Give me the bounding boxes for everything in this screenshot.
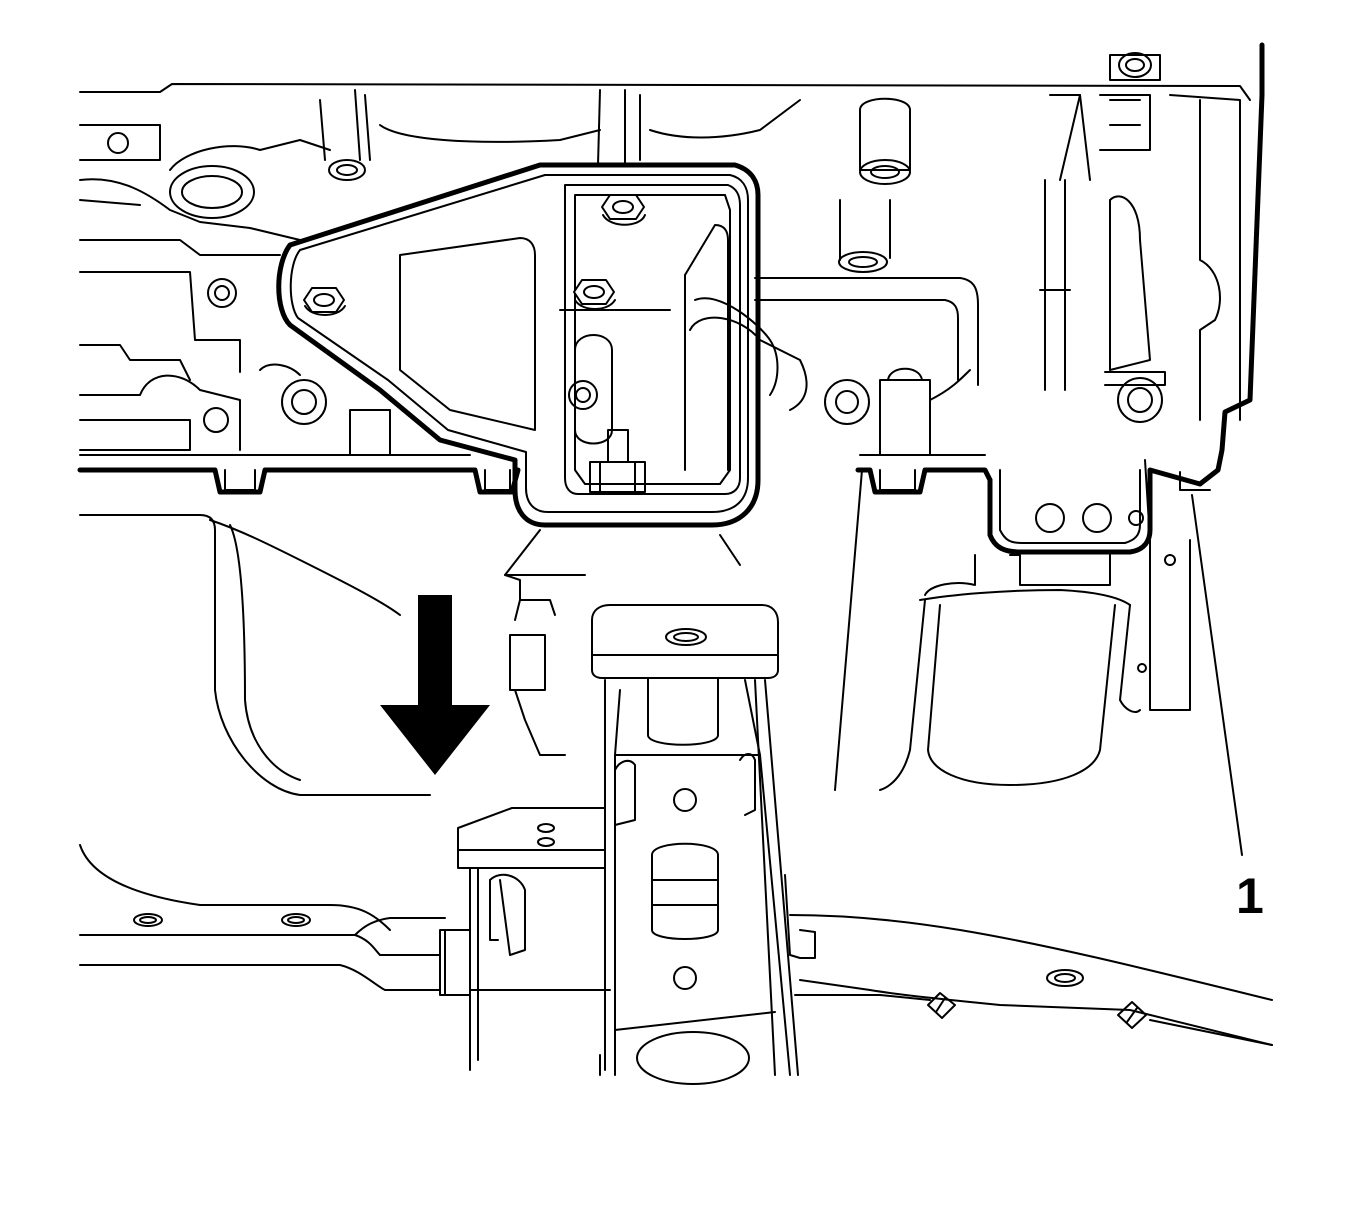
engine-block [77, 42, 1265, 555]
lower-mount-housing [504, 459, 1191, 791]
mount-bolt-left [303, 287, 346, 316]
oil-pan [79, 514, 431, 796]
callout-1: 1 [1191, 494, 1264, 924]
direction-arrow [380, 595, 490, 775]
callout-1-label: 1 [1236, 868, 1264, 924]
jack-support [439, 604, 816, 1085]
engine-mount-bracket [276, 162, 808, 528]
subframe [79, 844, 1273, 1046]
mount-bolt-middle [573, 279, 616, 310]
mount-bolt-upper [601, 194, 646, 226]
